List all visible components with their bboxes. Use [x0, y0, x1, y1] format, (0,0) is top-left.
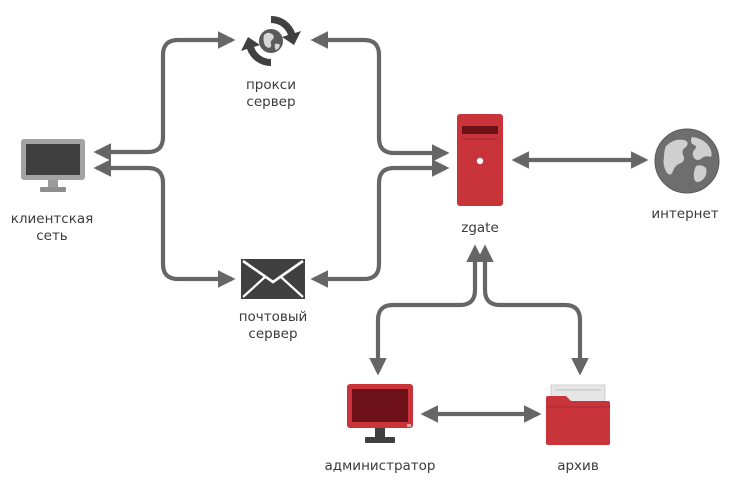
- arrow-zgate-archive: [476, 244, 589, 376]
- monitor-icon: [21, 139, 85, 192]
- client-network-label: клиентская сеть: [2, 211, 102, 245]
- mail-label-line1: почтовый: [238, 309, 308, 325]
- admin-monitor-icon: [347, 384, 413, 443]
- refresh-globe-icon: [241, 15, 301, 67]
- arrow-client-proxy: [93, 31, 236, 161]
- folder-icon: [546, 384, 610, 445]
- arrow-client-mail: [93, 159, 236, 288]
- proxy-label-line2: сервер: [246, 94, 296, 110]
- server-tower-icon: [457, 114, 503, 206]
- envelope-icon: [241, 259, 305, 299]
- globe-icon: [654, 128, 720, 194]
- proxy-server-label: прокси сервер: [233, 77, 309, 111]
- mail-server-label: почтовый сервер: [226, 309, 320, 343]
- arrow-zgate-admin: [369, 244, 484, 376]
- admin-label: администратор: [324, 458, 436, 474]
- mail-label-line2: сервер: [248, 326, 298, 342]
- arrow-mail-zgate: [310, 159, 450, 288]
- proxy-label-line1: прокси: [245, 77, 296, 93]
- zgate-label: zgate: [461, 220, 499, 236]
- arrow-proxy-zgate: [310, 31, 450, 162]
- archive-label: архив: [557, 458, 599, 474]
- internet-label: интернет: [651, 206, 719, 222]
- client-label-line1: клиентская: [10, 211, 94, 227]
- client-label-line2: сеть: [36, 228, 68, 244]
